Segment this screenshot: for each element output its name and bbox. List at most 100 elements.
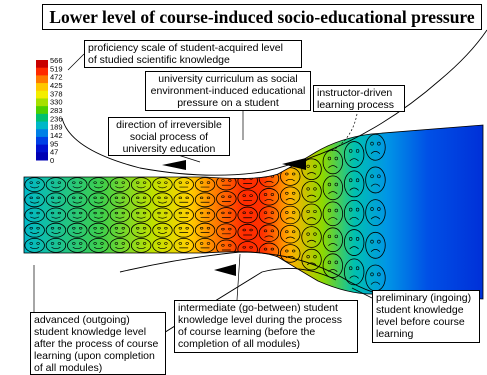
student-face	[301, 226, 322, 248]
student-face	[130, 177, 152, 192]
student-face	[194, 238, 216, 253]
student-face	[45, 238, 67, 253]
student-face	[45, 222, 67, 238]
student-face	[45, 177, 67, 192]
student-face	[88, 207, 109, 223]
student-face	[67, 207, 88, 223]
student-face	[280, 244, 301, 263]
student-face	[173, 177, 194, 192]
student-face	[280, 224, 301, 244]
student-face	[45, 192, 67, 208]
leader-proficiency	[67, 53, 85, 71]
student-face	[237, 189, 258, 207]
scale-tick-label: 189	[50, 123, 63, 132]
student-face	[280, 186, 301, 206]
direction-arrow-lower	[214, 264, 236, 276]
student-face	[67, 192, 88, 208]
direction-arrow-upper	[162, 160, 186, 170]
callout-preliminary: preliminary (ingoing) student knowledge …	[372, 290, 480, 343]
callout-direction: direction of irreversible social process…	[108, 117, 230, 156]
student-face	[152, 177, 173, 192]
student-face	[322, 175, 344, 201]
callout-curriculum: university curriculum as social environm…	[145, 71, 311, 111]
student-face	[67, 177, 88, 192]
student-face	[343, 258, 365, 286]
callout-proficiency: proficiency scale of student-acquired le…	[84, 40, 302, 68]
student-face	[322, 227, 344, 253]
student-face	[88, 222, 109, 238]
student-face	[280, 167, 301, 186]
student-face	[130, 207, 152, 223]
student-face	[301, 181, 322, 203]
student-face	[365, 166, 386, 194]
student-face	[194, 207, 216, 223]
student-face	[45, 207, 67, 223]
student-face	[322, 201, 344, 227]
student-face	[67, 222, 88, 238]
scale-swatch	[36, 106, 48, 115]
student-face	[343, 229, 365, 256]
student-face	[258, 188, 280, 206]
student-face	[152, 192, 173, 208]
student-face	[301, 248, 322, 271]
student-face	[152, 238, 173, 253]
student-face	[152, 222, 173, 238]
student-faces-grid	[24, 133, 386, 292]
student-face	[67, 238, 88, 253]
student-face	[152, 207, 173, 223]
direction-arrows	[162, 158, 306, 276]
student-face	[258, 206, 280, 224]
student-face	[130, 192, 152, 208]
scale-tick-label: 47	[50, 148, 58, 157]
student-face	[280, 205, 301, 225]
scale-tick-label: 519	[50, 64, 63, 73]
scale-tick-label: 142	[50, 131, 63, 140]
scale-tick-label: 472	[50, 73, 63, 82]
scale-swatch	[36, 98, 48, 107]
scale-swatch	[36, 152, 48, 161]
student-face	[237, 223, 258, 241]
leader-intermediate	[236, 253, 241, 301]
student-face	[216, 190, 237, 207]
curriculum-lower-arc	[119, 251, 411, 301]
callout-intermediate: intermediate (go-between) student knowle…	[174, 300, 358, 353]
leader-direction	[177, 154, 201, 163]
student-face	[88, 192, 109, 208]
scale-swatch	[36, 129, 48, 138]
callout-instructor: instructor-driven learning process	[313, 85, 405, 112]
student-face	[258, 224, 280, 242]
scale-swatch	[36, 83, 48, 92]
callout-advanced: advanced (outgoing) student knowledge le…	[30, 312, 166, 375]
student-face	[194, 222, 216, 238]
student-face	[365, 199, 386, 227]
leader-preliminary	[351, 287, 373, 299]
student-face	[173, 207, 194, 223]
student-face	[130, 222, 152, 238]
scale-swatch	[36, 113, 48, 123]
student-face	[109, 238, 131, 253]
scale-tick-label: 425	[50, 81, 63, 90]
scale-swatch	[36, 144, 48, 153]
curriculum-upper-arc	[61, 29, 487, 176]
student-face	[130, 238, 152, 253]
student-face	[24, 238, 45, 253]
leader-instructor	[329, 113, 358, 153]
student-face	[194, 192, 216, 208]
scale-tick-label: 283	[50, 106, 63, 115]
scale-swatch	[36, 60, 48, 69]
student-face	[194, 177, 216, 192]
student-face	[365, 133, 386, 161]
student-face	[109, 207, 131, 223]
student-face	[343, 199, 365, 227]
scale-tick-label: 95	[50, 139, 58, 148]
student-face	[301, 203, 322, 226]
student-face	[173, 222, 194, 238]
flow-field	[23, 124, 484, 300]
scale-tick-label: 236	[50, 114, 63, 123]
scale-tick-label: 0	[50, 156, 54, 165]
scale-swatch	[36, 67, 48, 76]
scale-swatch	[36, 90, 48, 99]
